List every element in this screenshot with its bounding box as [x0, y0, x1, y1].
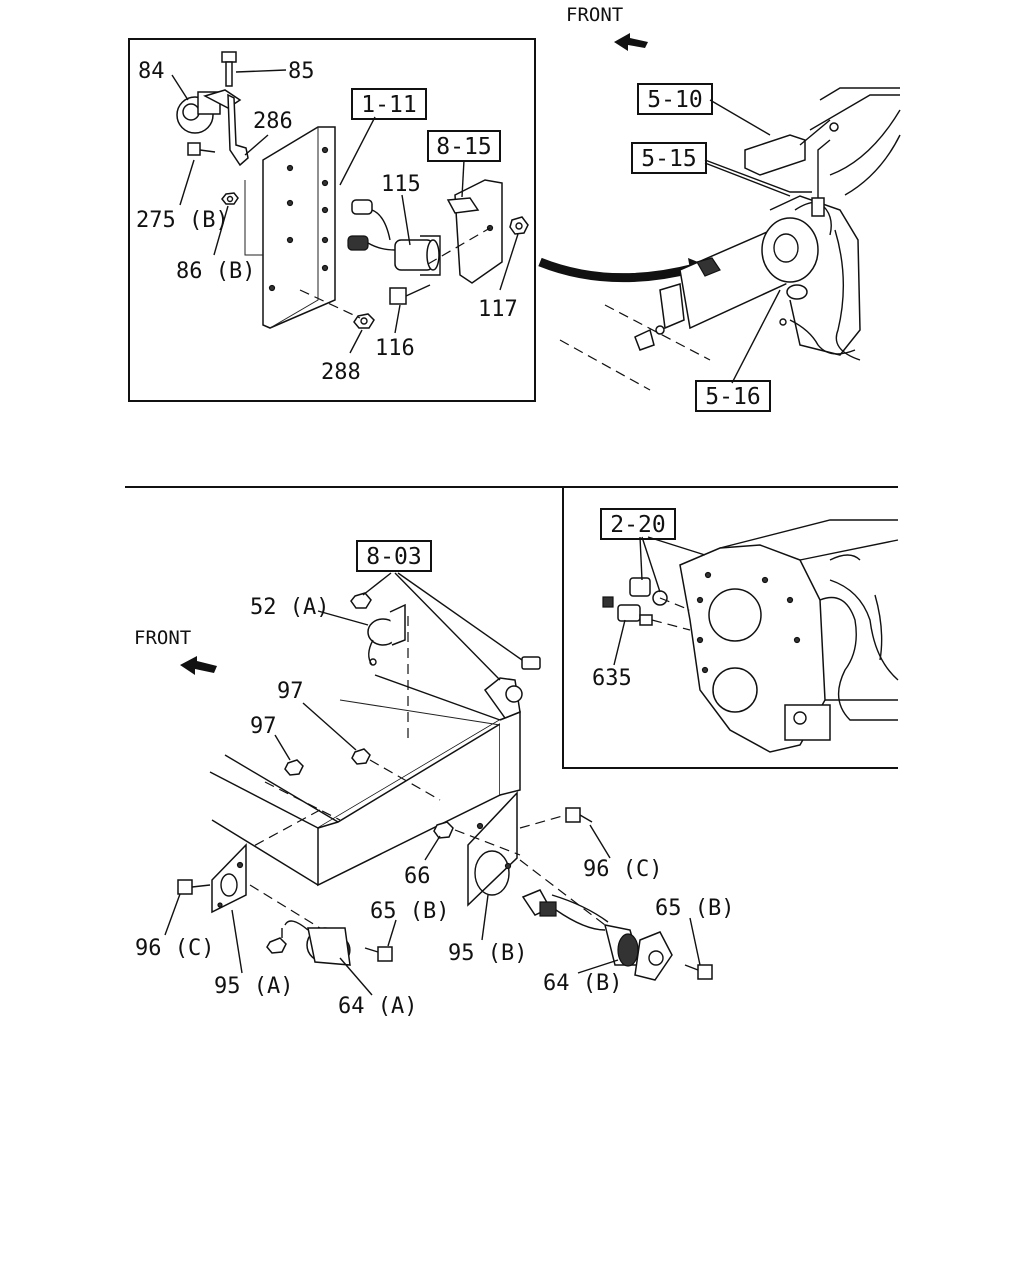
part-number: 95 (A)	[214, 974, 293, 999]
part-number: 116	[375, 336, 415, 361]
bolt-part	[221, 51, 237, 87]
part-number: 84	[138, 59, 165, 84]
part-number: 85	[288, 59, 315, 84]
part-number: 66	[404, 864, 431, 889]
ref-label: 2-20	[610, 512, 665, 538]
nut-66-part	[433, 821, 454, 839]
part-number: 64 (A)	[338, 994, 417, 1019]
assembly-bottom-left: FRONT	[134, 540, 734, 1019]
gasket-95a-part	[211, 843, 247, 914]
gasket-95b-part	[467, 791, 518, 907]
part-number: 64 (B)	[543, 971, 622, 996]
plate-815-part	[446, 179, 503, 284]
sensor-52a-part	[350, 592, 406, 666]
part-number: 65 (B)	[370, 899, 449, 924]
part-number: 115	[381, 172, 421, 197]
bolt-116-part	[389, 284, 431, 305]
part-number: 275 (B)	[136, 208, 229, 233]
part-number: 97	[277, 679, 304, 704]
part-number: 288	[321, 360, 361, 385]
part-number: 96 (C)	[583, 857, 662, 882]
bolt-96c-left-part	[177, 879, 211, 895]
nut-117-part	[509, 216, 529, 235]
small-bolt-part	[187, 142, 216, 156]
bolt-96c-right-part	[565, 807, 593, 823]
detail-box-bottom-right: 2-20 635	[562, 486, 899, 769]
nut-97a-part	[284, 759, 304, 776]
bracket-plate	[244, 126, 336, 329]
ref-label: 8-03	[366, 544, 421, 570]
ref-label: 5-16	[705, 384, 760, 410]
curved-arrow-icon	[538, 257, 697, 283]
small-nut-part	[221, 192, 239, 205]
part-number: 95 (B)	[448, 941, 527, 966]
part-number: 635	[592, 666, 632, 691]
part-number: 52 (A)	[250, 595, 329, 620]
switch-64a-part	[266, 920, 351, 966]
part-number: 97	[250, 714, 277, 739]
front-label: FRONT	[134, 627, 191, 649]
ref-label: 1-11	[361, 92, 416, 118]
part-number: 65 (B)	[655, 896, 734, 921]
part-number: 286	[253, 109, 293, 134]
front-arrow-icon	[614, 33, 648, 51]
part-number: 86 (B)	[176, 259, 255, 284]
part-number: 96 (C)	[135, 936, 214, 961]
front-label: FRONT	[566, 4, 623, 26]
detail-box-top-left: 1-11 8-15 84 85 286 275 (B) 86 (B) 115 1…	[128, 38, 536, 402]
bolt-65b-right-part	[684, 964, 713, 980]
ref-label: 5-10	[647, 87, 702, 113]
nut-97b-part	[351, 748, 371, 765]
bolt-65b-left-part	[364, 946, 393, 962]
nut-288-part	[353, 313, 375, 329]
overview-top-right: FRONT	[538, 4, 901, 412]
switch-64b-part	[521, 889, 673, 981]
front-arrow-icon	[180, 656, 217, 675]
relay-part	[176, 89, 242, 134]
part-number: 117	[478, 297, 518, 322]
solenoid-part	[347, 199, 441, 276]
ref-label: 5-15	[641, 146, 696, 172]
ref-label: 8-15	[436, 134, 491, 160]
